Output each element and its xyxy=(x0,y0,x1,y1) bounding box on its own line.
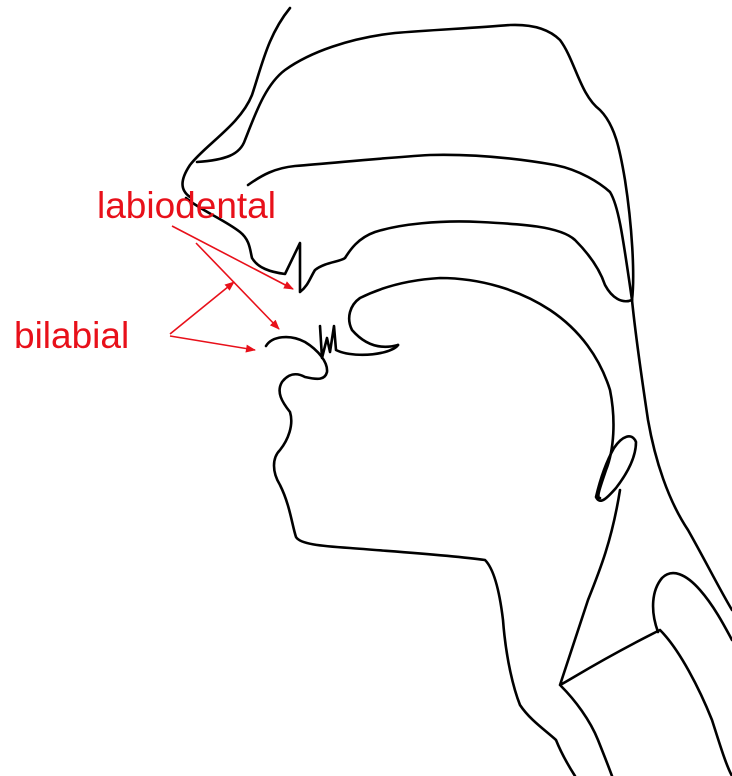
lower-teeth-outline xyxy=(320,326,398,358)
vocal-fold-outline xyxy=(561,686,612,776)
lower-lip-chin-outline xyxy=(266,337,575,776)
vocal-tract-outline xyxy=(183,8,732,776)
pharynx-wall-outline xyxy=(632,300,732,610)
labiodental-pointer-upper xyxy=(172,226,293,289)
trachea-outline xyxy=(653,573,732,640)
nose-outline xyxy=(183,8,291,197)
tongue-outline xyxy=(349,278,613,498)
larynx-outline xyxy=(560,490,732,776)
bilabial-pointer-lower xyxy=(170,336,255,350)
epiglottis-outline xyxy=(596,436,636,500)
labiodental-pointer-lower xyxy=(196,243,279,329)
labiodental-label: labiodental xyxy=(97,185,276,226)
bilabial-label: bilabial xyxy=(14,315,129,356)
bilabial-pointer-upper xyxy=(170,282,234,334)
annotations: labiodental bilabial xyxy=(14,185,293,356)
